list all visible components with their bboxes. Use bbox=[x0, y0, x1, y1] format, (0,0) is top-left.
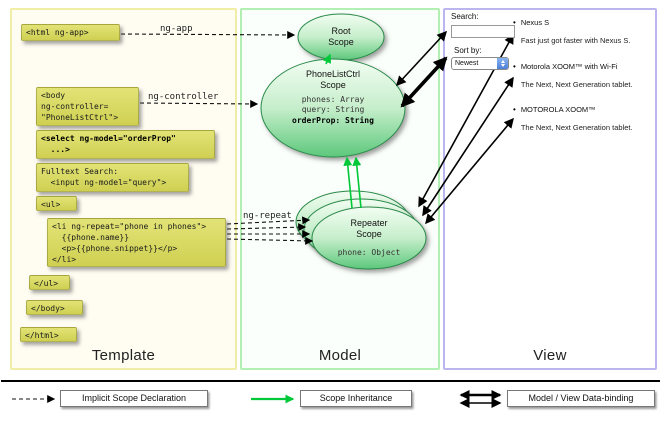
view-search-label: Search: bbox=[451, 12, 479, 21]
code-fulltext-search: Fulltext Search: <input ng-model="query"… bbox=[36, 163, 189, 192]
view-search-input[interactable] bbox=[451, 25, 515, 38]
code-body-open: <body ng-controller= "PhoneListCtrl"> bbox=[36, 87, 139, 126]
ng-app-label: ng-app bbox=[160, 24, 193, 34]
select-arrows-icon bbox=[497, 58, 508, 69]
phonelistctrl-scope-orderprop: orderProp: String bbox=[292, 116, 374, 125]
view-item-desc: Fast just got faster with Nexus S. bbox=[520, 36, 631, 45]
code-body-close: </body> bbox=[26, 300, 83, 315]
view-item-desc: The Next, Next Generation tablet. bbox=[520, 80, 633, 89]
legend-model-view-data-binding: Model / View Data-binding bbox=[507, 390, 655, 407]
legend-implicit-scope-declaration: Implicit Scope Declaration bbox=[60, 390, 208, 407]
template-panel-label: Template bbox=[91, 347, 156, 364]
view-sort-label: Sort by: bbox=[454, 46, 482, 55]
bullet-icon: • bbox=[513, 62, 516, 71]
code-html-close: </html> bbox=[20, 327, 77, 342]
model-panel: Model bbox=[240, 8, 440, 370]
code-ul-open: <ul> bbox=[36, 196, 77, 211]
view-item-desc: The Next, Next Generation tablet. bbox=[520, 123, 633, 132]
repeater-scope-prop: phone: Object bbox=[337, 248, 401, 257]
code-li-repeat: <li ng-repeat="phone in phones"> {{phone… bbox=[47, 218, 226, 267]
phonelistctrl-scope-props: phones: Array query: String bbox=[301, 95, 365, 114]
view-sort-selected-value: Newest bbox=[455, 60, 479, 67]
view-item-title: Motorola XOOM™ with Wi-Fi bbox=[520, 62, 618, 71]
code-select: <select ng-model="orderProp" ...> bbox=[36, 130, 215, 159]
view-item-title: MOTOROLA XOOM™ bbox=[520, 105, 596, 114]
repeater-scope-label: Repeater Scope bbox=[350, 218, 388, 239]
view-item-2: • Motorola XOOM™ with Wi-Fi The Next, Ne… bbox=[513, 62, 651, 89]
code-html-open: <html ng-app> bbox=[21, 24, 120, 41]
bullet-icon: • bbox=[513, 18, 516, 27]
ng-controller-label: ng-controller bbox=[148, 92, 219, 102]
bullet-icon: • bbox=[513, 105, 516, 114]
code-ul-close: </ul> bbox=[29, 275, 70, 290]
view-item-3: • MOTOROLA XOOM™ The Next, Next Generati… bbox=[513, 105, 651, 132]
ng-repeat-label: ng-repeat bbox=[243, 211, 292, 221]
legend-divider bbox=[1, 380, 660, 382]
view-item-title: Nexus S bbox=[520, 18, 550, 27]
phonelistctrl-scope-label: PhoneListCtrl Scope bbox=[305, 69, 361, 90]
view-panel-label: View bbox=[533, 347, 567, 364]
model-panel-label: Model bbox=[318, 347, 362, 364]
legend-scope-inheritance: Scope Inheritance bbox=[300, 390, 412, 407]
root-scope-label: Root Scope bbox=[328, 26, 354, 47]
view-item-1: • Nexus S Fast just got faster with Nexu… bbox=[513, 18, 651, 45]
view-sort-select[interactable]: Newest bbox=[451, 57, 509, 70]
